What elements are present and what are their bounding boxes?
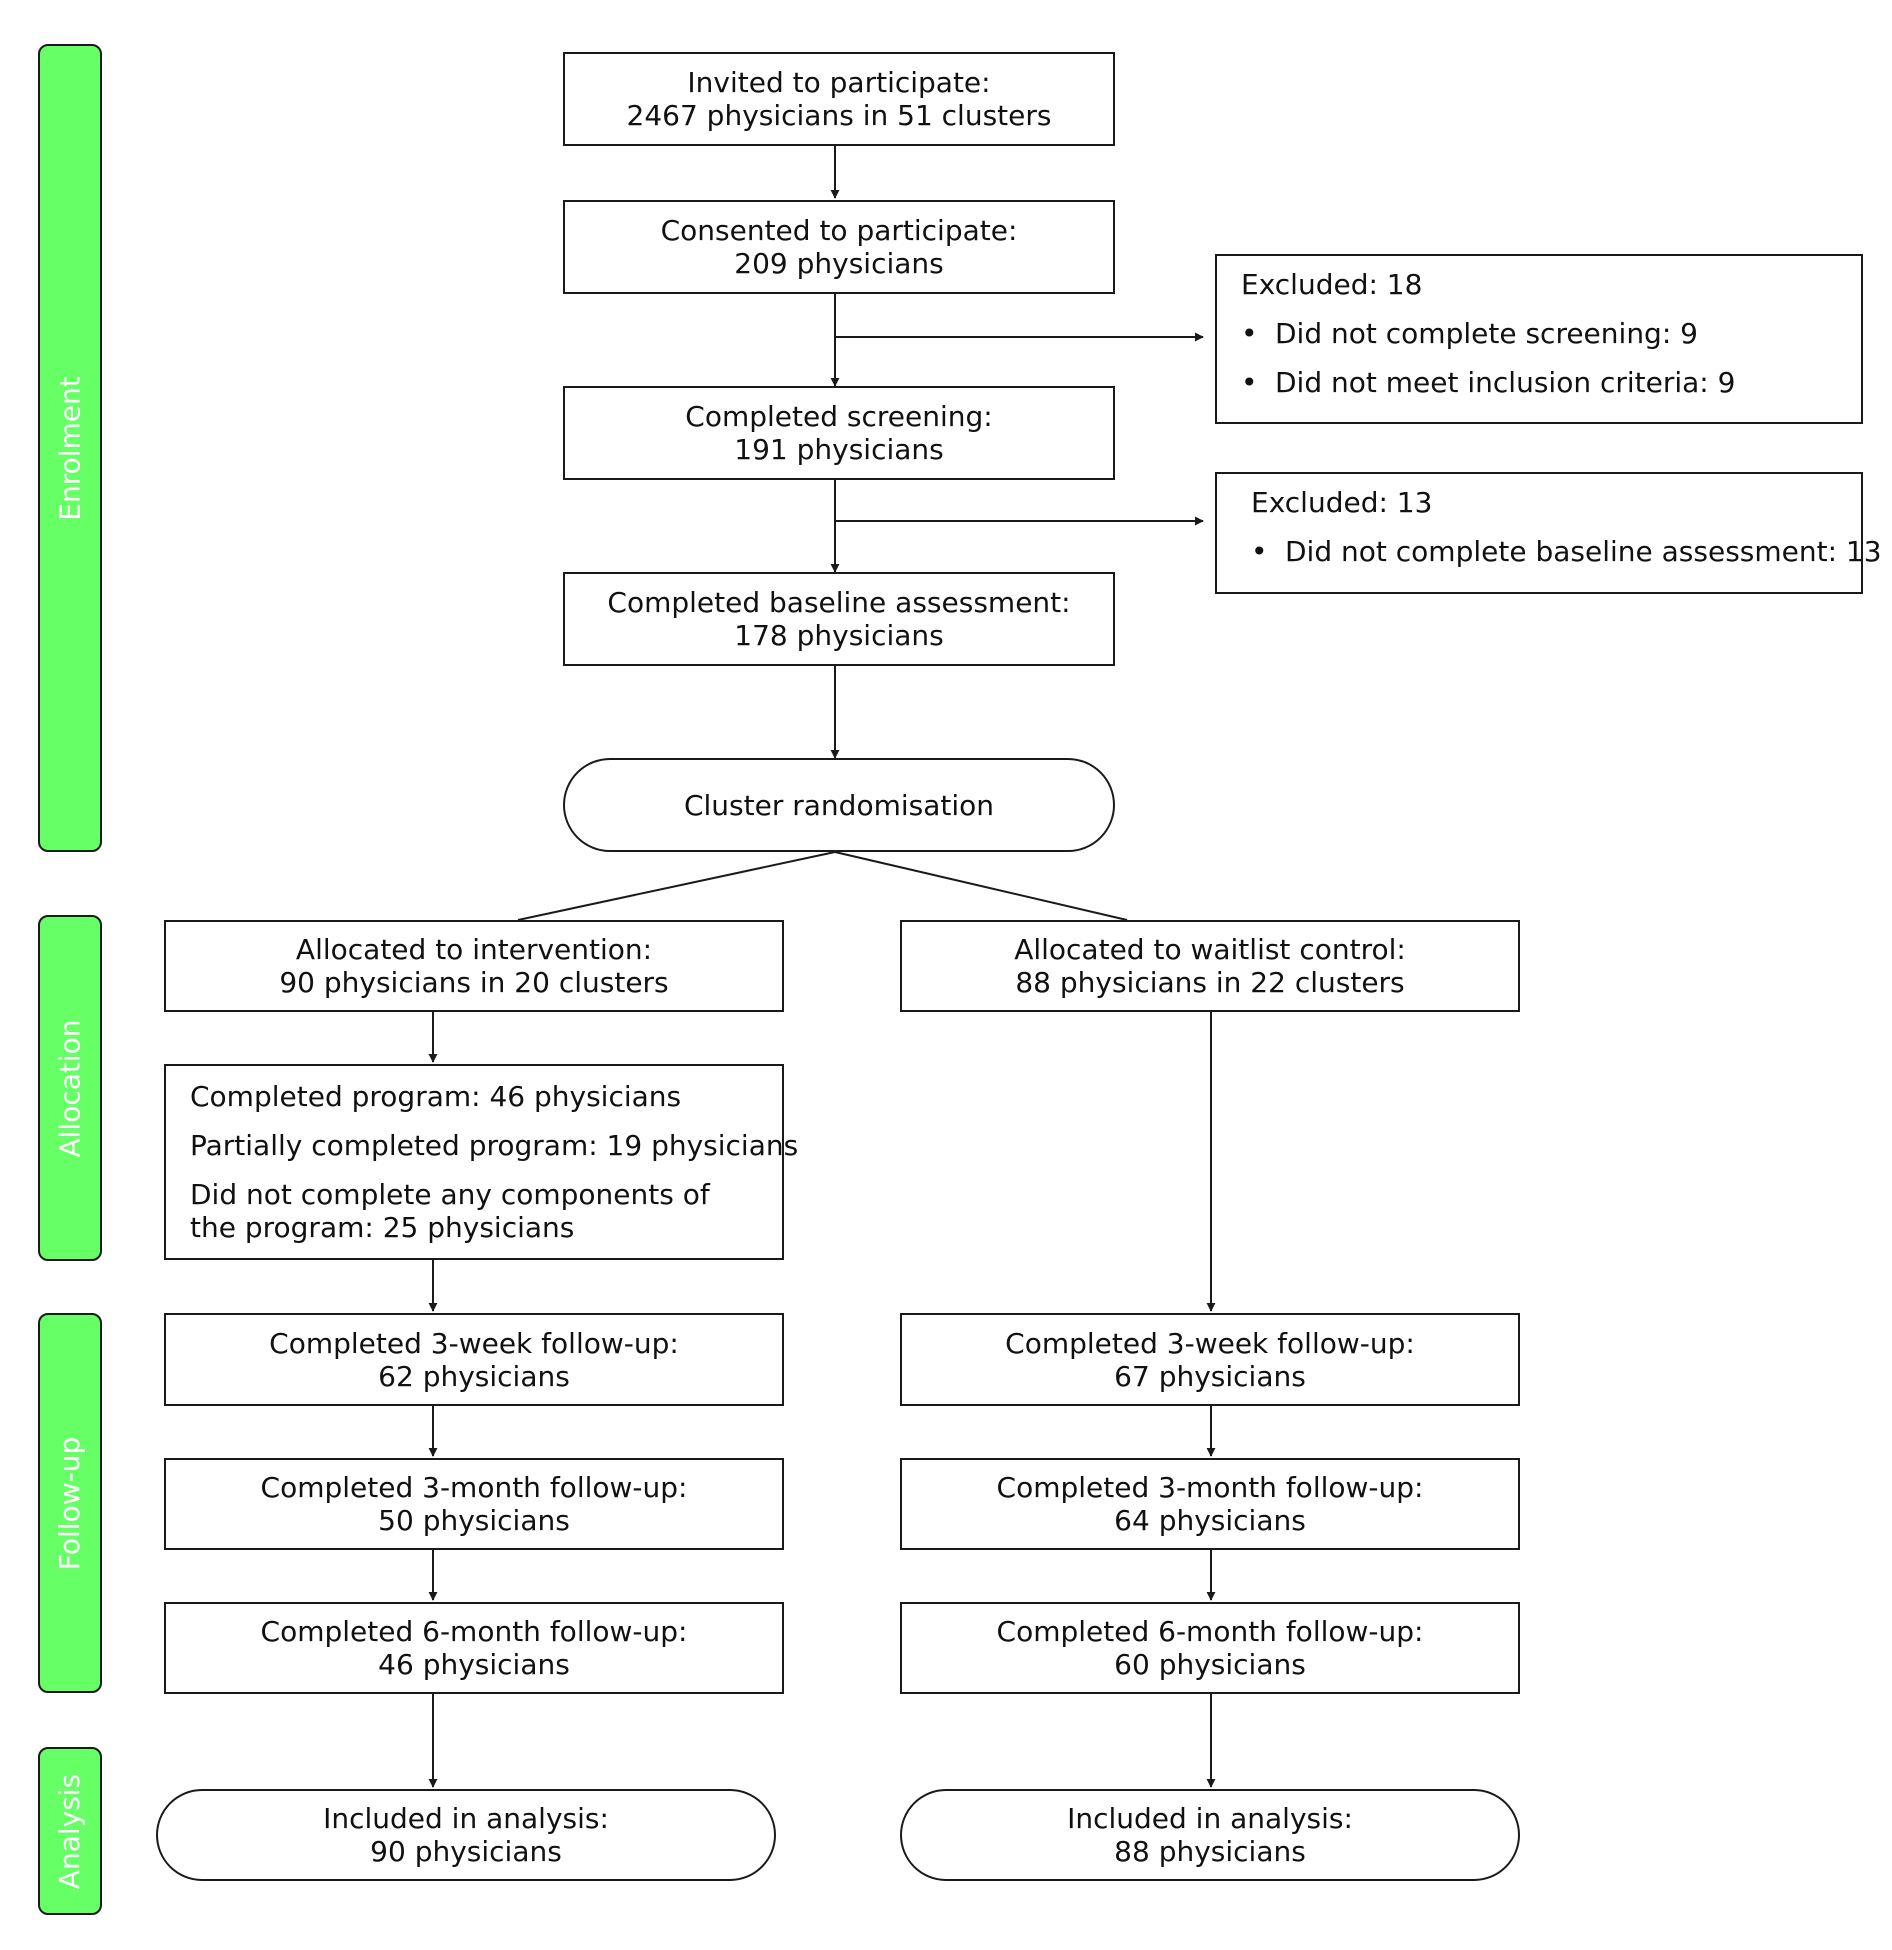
split-line-intervention xyxy=(517,851,836,921)
phase-follow-up: Follow-up xyxy=(38,1313,102,1693)
control-allocated-box: Allocated to waitlist control: 88 physic… xyxy=(900,920,1520,1012)
phase-enrolment-label: Enrolment xyxy=(53,375,87,521)
intervention-week3-box: Completed 3-week follow-up: 62 physician… xyxy=(164,1313,784,1406)
intervention-month3-line-1: Completed 3-month follow-up: xyxy=(260,1471,688,1504)
baseline-line-1: Completed baseline assessment: xyxy=(607,586,1071,619)
control-analysis-box: Included in analysis: 88 physicians xyxy=(900,1789,1520,1881)
intervention-allocated-box: Allocated to intervention: 90 physicians… xyxy=(164,920,784,1012)
screening-box: Completed screening: 191 physicians xyxy=(563,386,1115,480)
excluded-1-item-text: Did not meet inclusion criteria: 9 xyxy=(1275,366,1736,399)
consented-box: Consented to participate: 209 physicians xyxy=(563,200,1115,294)
consented-line-2: 209 physicians xyxy=(734,247,944,280)
screening-line-1: Completed screening: xyxy=(685,400,993,433)
intervention-month6-box: Completed 6-month follow-up: 46 physicia… xyxy=(164,1602,784,1694)
program-partial: Partially completed program: 19 physicia… xyxy=(190,1129,799,1162)
excluded-box-2: Excluded: 13 • Did not complete baseline… xyxy=(1215,472,1882,594)
program-completed: Completed program: 46 physicians xyxy=(190,1080,682,1113)
control-month6-box: Completed 6-month follow-up: 60 physicia… xyxy=(900,1602,1520,1694)
intervention-program-box: Completed program: 46 physicians Partial… xyxy=(164,1064,799,1260)
intervention-analysis-line-2: 90 physicians xyxy=(370,1835,562,1868)
consented-line-1: Consented to participate: xyxy=(660,214,1018,247)
excluded-1-item-text: Did not complete screening: 9 xyxy=(1275,317,1698,350)
excluded-2-item: • Did not complete baseline assessment: … xyxy=(1251,535,1882,568)
bullet-icon: • xyxy=(1241,317,1258,350)
intervention-analysis-box: Included in analysis: 90 physicians xyxy=(156,1789,776,1881)
intervention-month6-line-1: Completed 6-month follow-up: xyxy=(260,1615,688,1648)
control-analysis-line-1: Included in analysis: xyxy=(1067,1802,1353,1835)
intervention-analysis-line-1: Included in analysis: xyxy=(323,1802,609,1835)
intervention-month6-line-2: 46 physicians xyxy=(378,1648,570,1681)
control-allocated-line-2: 88 physicians in 22 clusters xyxy=(1015,966,1405,999)
control-week3-box: Completed 3-week follow-up: 67 physician… xyxy=(900,1313,1520,1406)
phase-analysis-label: Analysis xyxy=(53,1773,87,1889)
control-month3-line-1: Completed 3-month follow-up: xyxy=(996,1471,1424,1504)
invited-box: Invited to participate: 2467 physicians … xyxy=(563,52,1115,146)
control-analysis-line-2: 88 physicians xyxy=(1114,1835,1306,1868)
program-none-line-2: the program: 25 physicians xyxy=(190,1211,575,1244)
phase-analysis: Analysis xyxy=(38,1747,102,1915)
excluded-2-item-text: Did not complete baseline assessment: 13 xyxy=(1285,535,1882,568)
control-month6-line-1: Completed 6-month follow-up: xyxy=(996,1615,1424,1648)
invited-line-2: 2467 physicians in 51 clusters xyxy=(626,99,1052,132)
control-allocated-line-1: Allocated to waitlist control: xyxy=(1014,933,1406,966)
control-week3-line-2: 67 physicians xyxy=(1114,1359,1306,1393)
intervention-month3-box: Completed 3-month follow-up: 50 physicia… xyxy=(164,1458,784,1550)
baseline-line-2: 178 physicians xyxy=(734,619,944,652)
control-month3-box: Completed 3-month follow-up: 64 physicia… xyxy=(900,1458,1520,1550)
control-month3-line-2: 64 physicians xyxy=(1114,1504,1306,1537)
program-none-line-1: Did not complete any components of xyxy=(190,1178,710,1211)
randomisation-box: Cluster randomisation xyxy=(563,758,1115,852)
phase-allocation: Allocation xyxy=(38,915,102,1261)
split-line-control xyxy=(834,851,1128,921)
excluded-2-title: Excluded: 13 xyxy=(1251,486,1433,519)
intervention-week3-line-2: 62 physicians xyxy=(378,1359,570,1393)
phase-follow-up-label: Follow-up xyxy=(53,1436,87,1570)
baseline-box: Completed baseline assessment: 178 physi… xyxy=(563,572,1115,666)
bullet-icon: • xyxy=(1241,366,1258,399)
excluded-1-item: • Did not meet inclusion criteria: 9 xyxy=(1241,366,1861,399)
intervention-week3-line-1: Completed 3-week follow-up: xyxy=(269,1326,679,1360)
intervention-allocated-line-2: 90 physicians in 20 clusters xyxy=(279,966,669,999)
control-week3-line-1: Completed 3-week follow-up: xyxy=(1005,1326,1415,1360)
excluded-1-title: Excluded: 18 xyxy=(1241,268,1423,301)
phase-allocation-label: Allocation xyxy=(53,1018,87,1158)
excluded-1-item: • Did not complete screening: 9 xyxy=(1241,317,1861,350)
bullet-icon: • xyxy=(1251,535,1268,568)
intervention-allocated-line-1: Allocated to intervention: xyxy=(295,933,653,966)
invited-line-1: Invited to participate: xyxy=(687,66,991,99)
excluded-box-1: Excluded: 18 • Did not complete screenin… xyxy=(1215,254,1863,424)
screening-line-2: 191 physicians xyxy=(734,433,944,466)
randomisation-label: Cluster randomisation xyxy=(683,788,995,822)
intervention-month3-line-2: 50 physicians xyxy=(378,1504,570,1537)
control-month6-line-2: 60 physicians xyxy=(1114,1648,1306,1681)
phase-enrolment: Enrolment xyxy=(38,44,102,852)
